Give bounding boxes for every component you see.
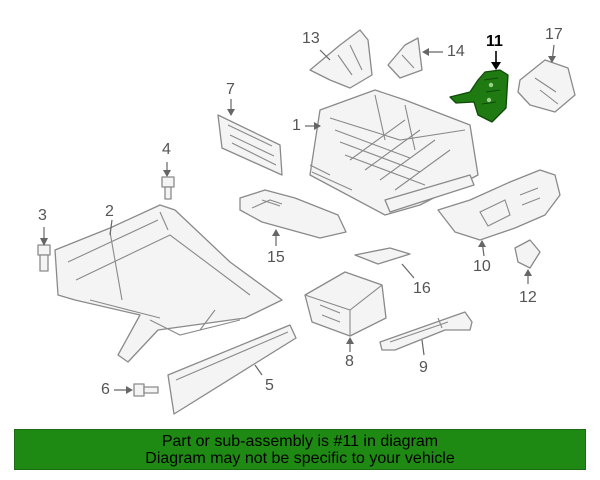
callout-7: 7 — [226, 81, 235, 98]
callout-14: 14 — [447, 43, 465, 60]
part-12-clip — [514, 239, 541, 269]
callout-3: 3 — [38, 207, 47, 224]
banner-line-1: Part or sub-assembly is #11 in diagram — [161, 432, 439, 450]
part-8-module — [304, 271, 387, 337]
leader-lines — [40, 44, 556, 394]
callout-6: 6 — [101, 381, 110, 398]
part-9-rail-bracket — [379, 311, 473, 351]
part-3-bolt — [37, 244, 51, 272]
part-14-small-bracket — [387, 37, 423, 79]
info-banner: Part or sub-assembly is #11 in diagram D… — [14, 429, 586, 470]
part-17-right-bracket — [517, 59, 576, 113]
callout-12: 12 — [519, 289, 537, 306]
callout-9: 9 — [419, 359, 428, 376]
part-5-side-cover — [167, 324, 297, 415]
part-11-highlighted-bracket[interactable] — [449, 69, 509, 123]
part-2-seat-track-frame — [54, 204, 283, 363]
callout-17: 17 — [545, 26, 563, 43]
callout-16: 16 — [413, 280, 431, 297]
callout-10: 10 — [473, 258, 491, 275]
callout-1: 1 — [292, 117, 301, 134]
part-4-screw — [161, 176, 175, 200]
banner-line-2: Diagram may not be specific to your vehi… — [145, 449, 455, 467]
part-13-upper-bracket — [309, 29, 373, 89]
callout-15: 15 — [267, 249, 285, 266]
callout-11[interactable]: 11 — [486, 33, 503, 50]
parts-diagram — [37, 29, 576, 415]
callout-8: 8 — [345, 353, 354, 370]
part-10-side-shield — [437, 169, 561, 241]
part-16-pad — [354, 247, 411, 265]
callout-13: 13 — [302, 30, 320, 47]
callout-5: 5 — [265, 377, 274, 394]
part-15-side-trim — [239, 189, 347, 239]
part-7-bracket — [217, 114, 283, 176]
part-6-bolt — [133, 383, 159, 397]
callout-4: 4 — [162, 141, 171, 158]
callout-2: 2 — [105, 203, 114, 220]
part-1-cushion-frame — [309, 89, 479, 216]
